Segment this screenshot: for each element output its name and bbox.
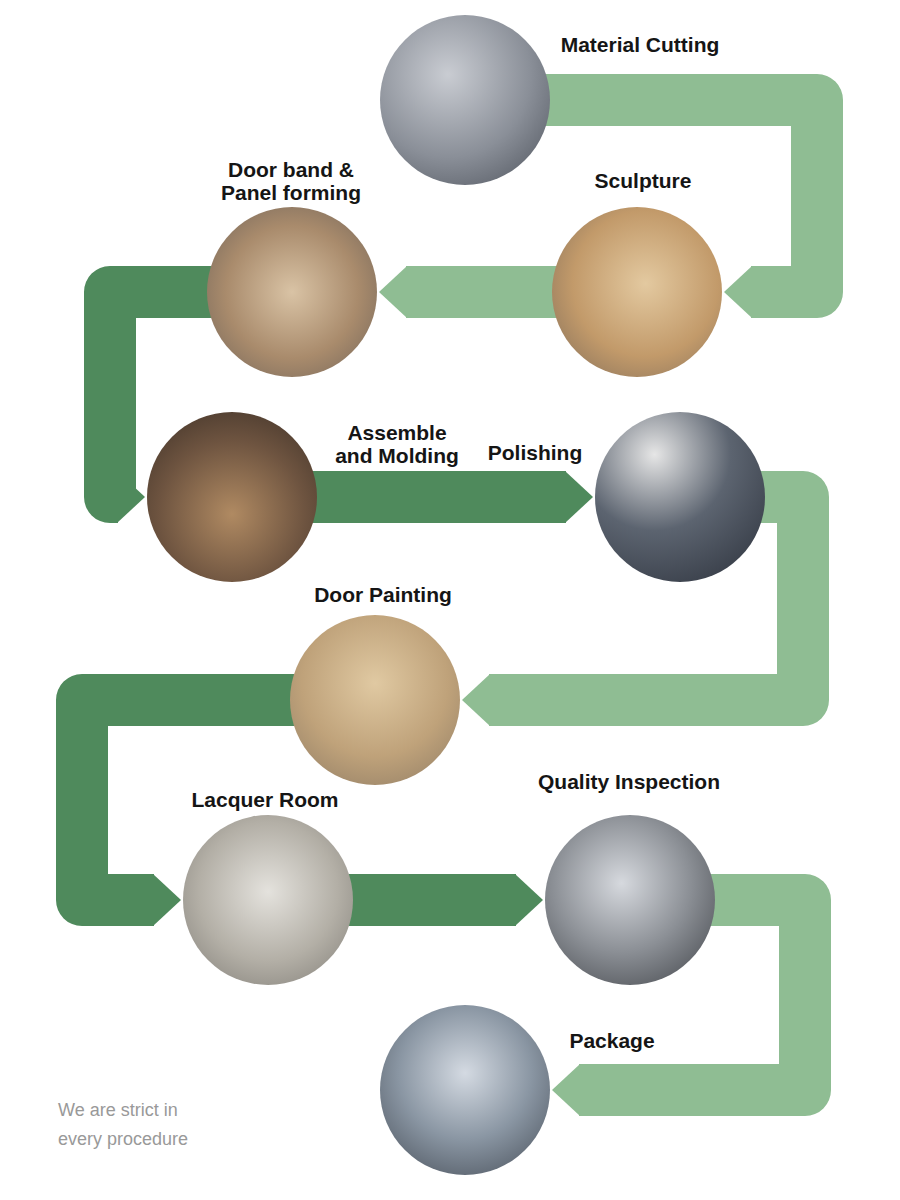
flow-band-body: [305, 471, 566, 523]
step-label: Polishing: [488, 441, 583, 464]
arrow-head: [565, 471, 593, 523]
arrow-head: [379, 266, 407, 318]
arrow-head: [515, 874, 543, 926]
arrow-head: [117, 471, 145, 523]
flow-band-body: [341, 874, 516, 926]
footnote-text: We are strict in every procedure: [58, 1096, 208, 1154]
step-label: Package: [569, 1029, 654, 1052]
step-label: Quality Inspection: [538, 770, 720, 793]
arrow-head: [552, 1064, 580, 1116]
photo-circle: Lacquer Room: [183, 815, 353, 985]
photo-circle: Material Cutting: [380, 15, 550, 185]
flow-band-body: [406, 266, 564, 318]
flow-band: [341, 874, 543, 926]
photo-circle: Quality Inspection: [545, 815, 715, 985]
photo-circle: Polishing: [595, 412, 765, 582]
step-label: Door band & Panel forming: [216, 158, 366, 204]
photo-circle: Package: [380, 1005, 550, 1175]
photo-circle: Assemble and Molding: [147, 412, 317, 582]
step-label: Assemble and Molding: [331, 421, 463, 467]
photo-circle: Sculpture: [552, 207, 722, 377]
step-label: Material Cutting: [561, 33, 720, 56]
arrow-head: [462, 674, 490, 726]
step-label: Lacquer Room: [191, 788, 338, 811]
arrow-head: [153, 874, 181, 926]
arrow-head: [724, 266, 752, 318]
step-label: Sculpture: [595, 169, 692, 192]
photo-circle: Door band & Panel forming: [207, 207, 377, 377]
step-label: Door Painting: [314, 583, 452, 606]
flow-band: [379, 266, 564, 318]
flow-band: [305, 471, 593, 523]
photo-circle: Door Painting: [290, 615, 460, 785]
